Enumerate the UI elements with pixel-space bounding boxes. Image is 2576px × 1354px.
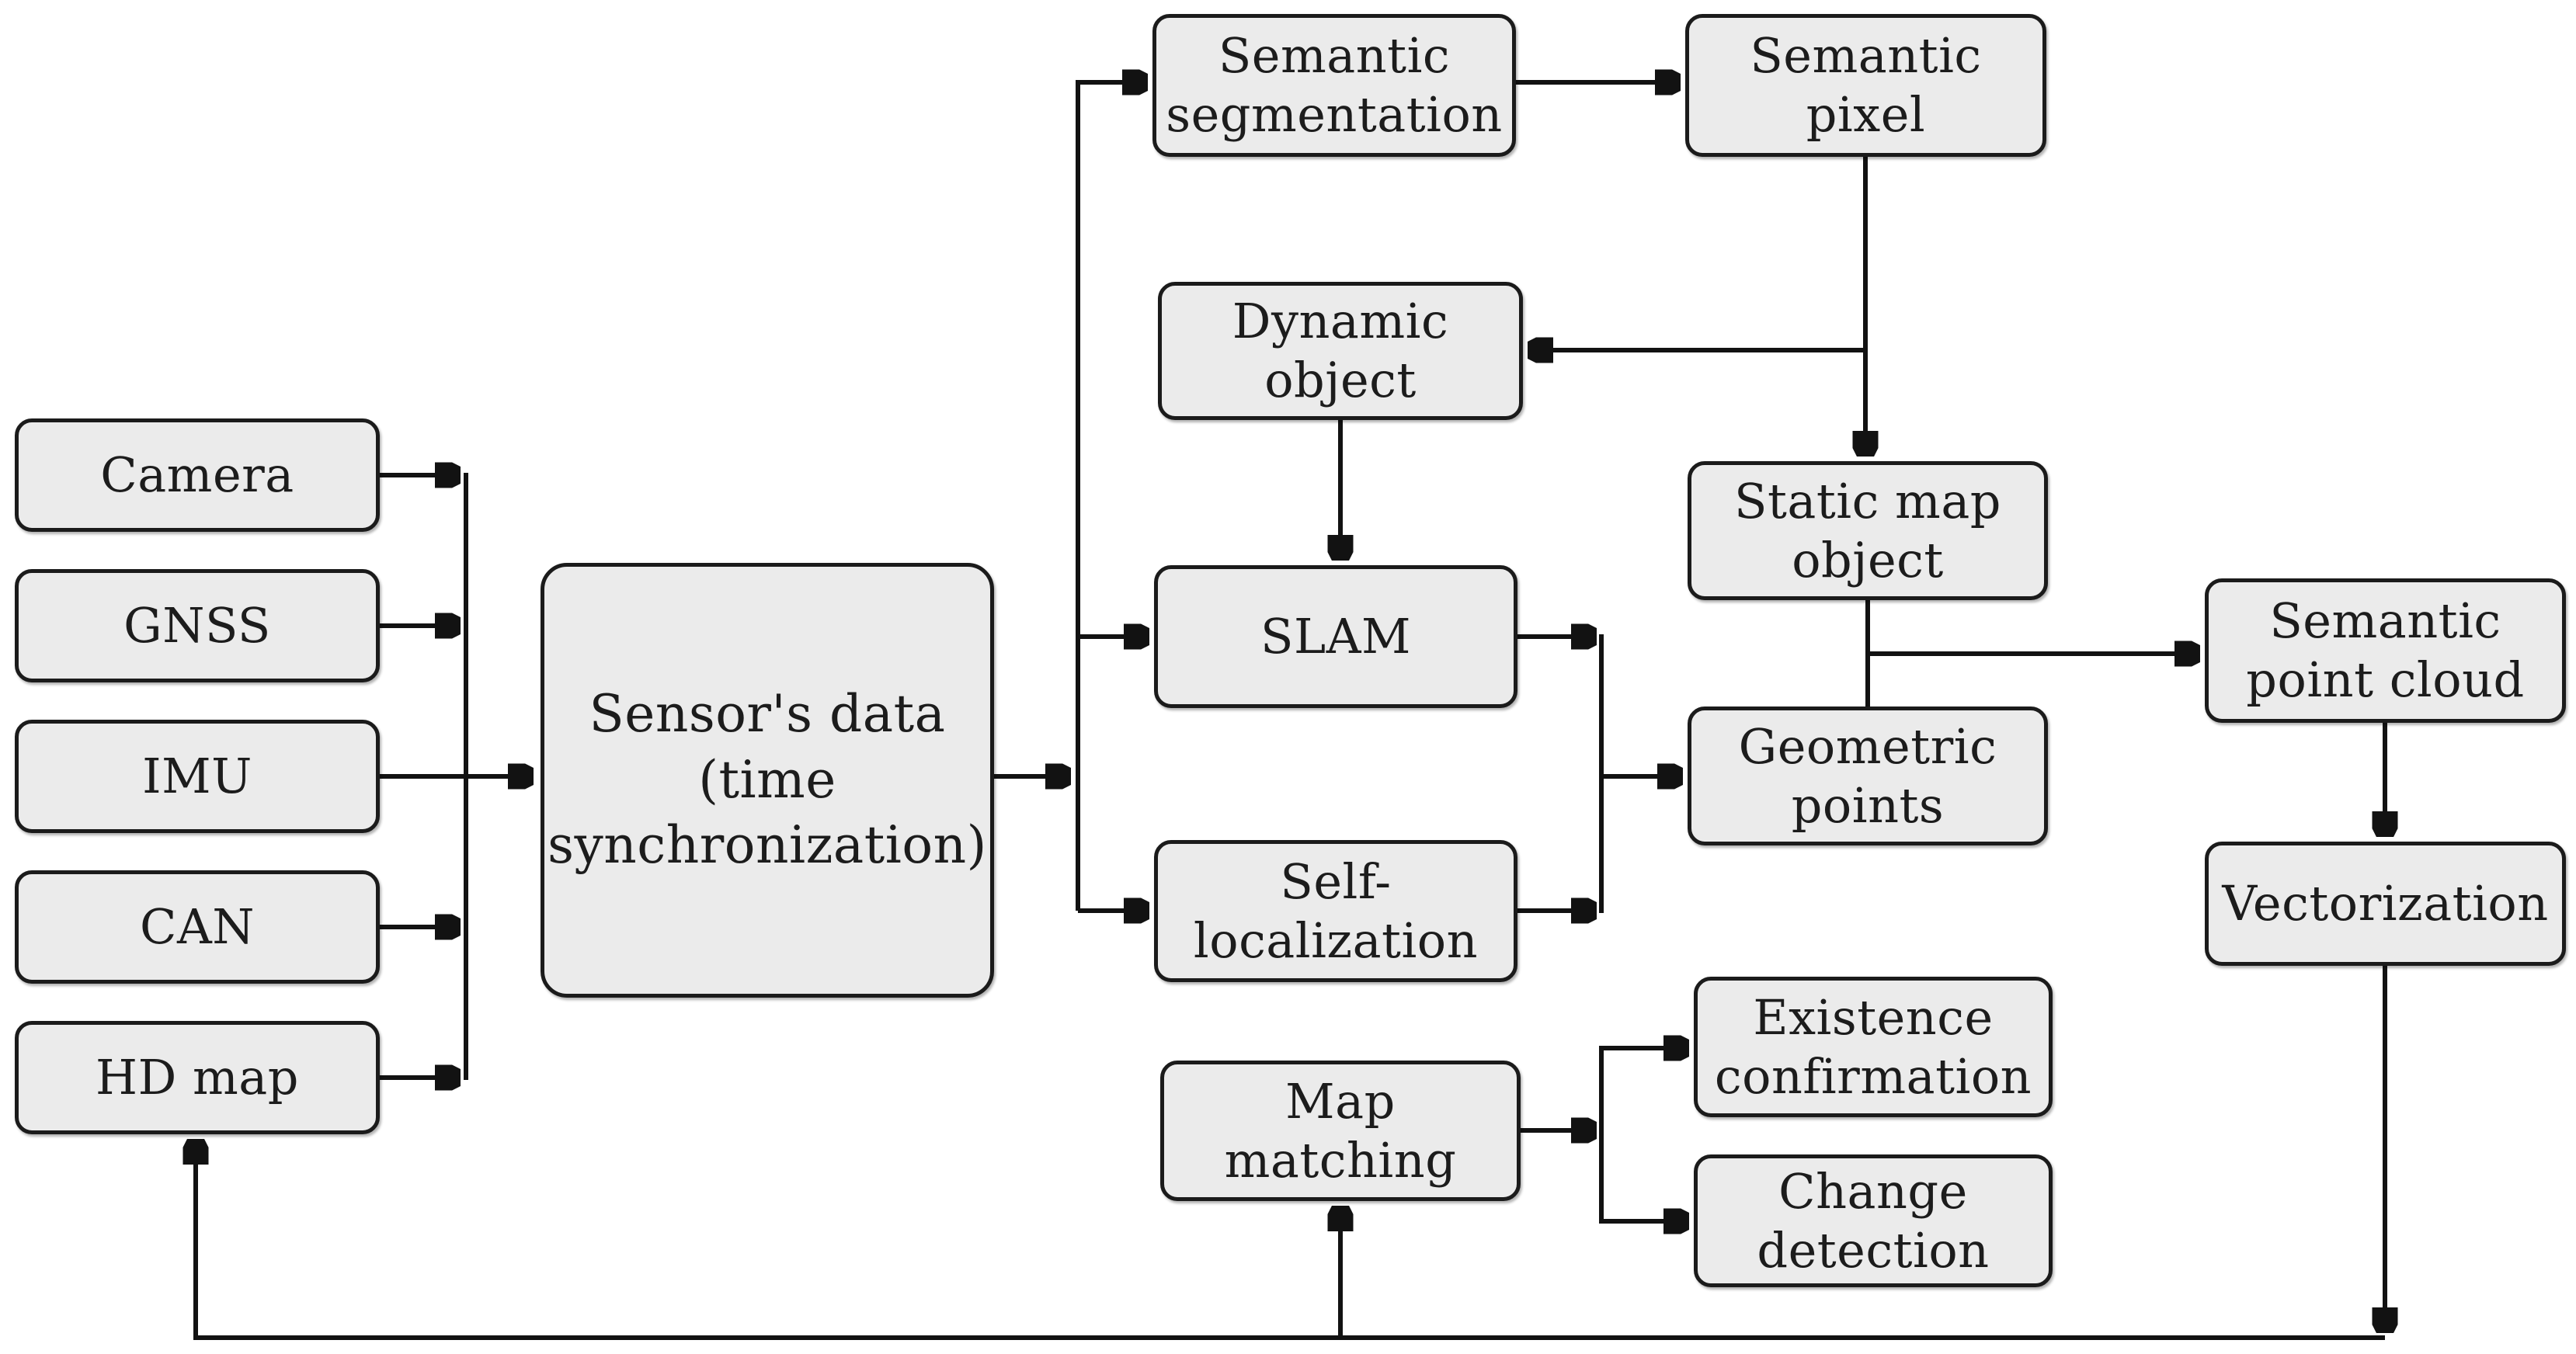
node-semantic-pixel: Semantic pixel (1685, 14, 2046, 157)
node-semantic-point-cloud: Semantic point cloud (2205, 578, 2566, 723)
node-vectorization-label: Vectorization (2222, 875, 2549, 932)
node-camera-label: Camera (100, 446, 294, 504)
node-imu: IMU (15, 720, 380, 833)
node-semantic-pixel-label: Semantic pixel (1750, 27, 1982, 143)
node-existence-confirmation: Existence confirmation (1694, 977, 2053, 1117)
node-hd-map-label: HD map (96, 1049, 299, 1106)
node-change-detection: Change detection (1694, 1154, 2053, 1287)
node-hd-map: HD map (15, 1021, 380, 1134)
node-can-label: CAN (140, 898, 255, 956)
node-geometric-points-label: Geometric points (1738, 717, 1997, 834)
node-change-detection-label: Change detection (1757, 1162, 1990, 1279)
node-semantic-segmentation-label: Semantic segmentation (1166, 27, 1503, 143)
node-semantic-point-cloud-label: Semantic point cloud (2246, 592, 2525, 708)
node-gnss: GNSS (15, 569, 380, 682)
node-can: CAN (15, 870, 380, 984)
node-camera: Camera (15, 418, 380, 532)
node-self-localization-label: Self- localization (1193, 852, 1479, 969)
node-sensors-data: Sensor's data (time synchronization) (541, 563, 994, 998)
node-gnss-label: GNSS (123, 597, 271, 654)
node-map-matching: Map matching (1160, 1061, 1521, 1201)
node-existence-confirmation-label: Existence confirmation (1714, 988, 2032, 1105)
node-dynamic-object: Dynamic object (1158, 282, 1523, 420)
node-semantic-segmentation: Semantic segmentation (1152, 14, 1516, 157)
node-slam: SLAM (1154, 565, 1517, 708)
node-static-map-object-label: Static map object (1734, 472, 2001, 588)
node-dynamic-object-label: Dynamic object (1232, 293, 1449, 408)
node-static-map-object: Static map object (1688, 461, 2048, 600)
node-vectorization: Vectorization (2205, 842, 2566, 966)
node-imu-label: IMU (142, 748, 252, 805)
bottom-feedback-line (196, 1143, 2385, 1340)
node-slam-label: SLAM (1260, 608, 1411, 665)
node-self-localization: Self- localization (1154, 840, 1517, 982)
node-geometric-points: Geometric points (1688, 707, 2048, 845)
node-map-matching-label: Map matching (1224, 1072, 1457, 1189)
node-sensors-data-label: Sensor's data (time synchronization) (548, 684, 987, 876)
